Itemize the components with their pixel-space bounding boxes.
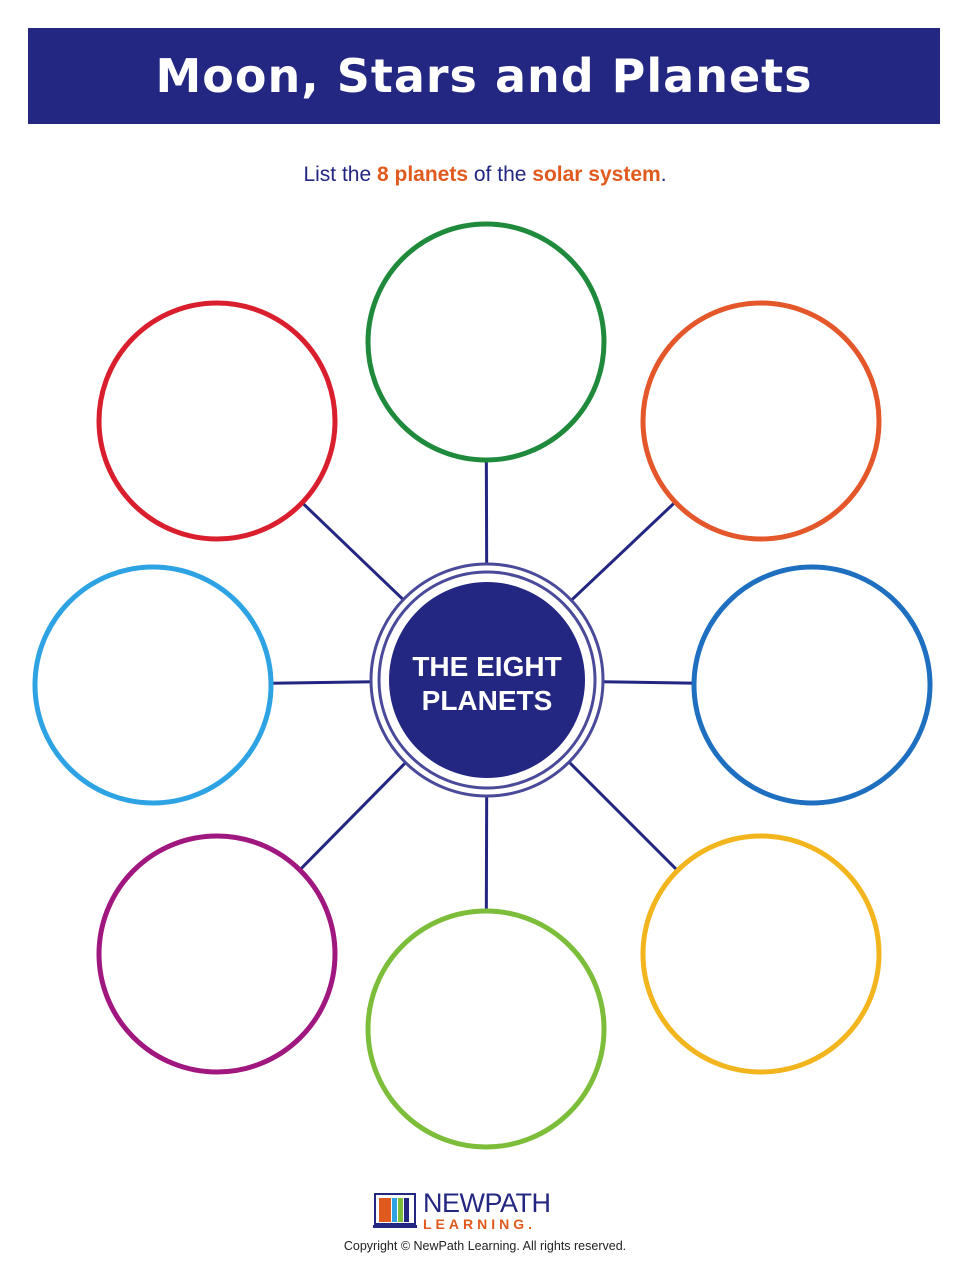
center-label-line: PLANETS [421, 685, 553, 716]
planet-answer-circle-left[interactable] [32, 564, 274, 806]
instruction-part: . [660, 163, 667, 186]
instruction-part: List the [303, 163, 377, 186]
book-logo-icon [373, 1192, 417, 1228]
planet-answer-circle-right[interactable] [691, 564, 933, 806]
center-hub [389, 582, 585, 778]
answer-circles [32, 221, 933, 1150]
center-label-line: THE EIGHT [412, 651, 562, 682]
page-title: Moon, Stars and Planets [155, 49, 813, 103]
title-banner: Moon, Stars and Planets [28, 28, 940, 124]
instruction-part: of the [468, 163, 533, 186]
instruction-text: List the 8 planets of the solar system. [0, 163, 970, 187]
planet-answer-circle-upper-left[interactable] [96, 300, 338, 542]
planet-answer-circle-lower-right[interactable] [640, 833, 882, 1075]
planet-answer-circle-top[interactable] [365, 221, 607, 463]
instruction-highlight: solar system [532, 163, 661, 186]
planet-answer-circle-lower-left[interactable] [96, 833, 338, 1075]
instruction-highlight: 8 planets [377, 163, 469, 186]
planet-answer-circle-upper-right[interactable] [640, 300, 882, 542]
copyright-text: Copyright © NewPath Learning. All rights… [343, 1239, 627, 1253]
newpath-logo: NEWPATH LEARNING. [373, 1190, 551, 1231]
center-label: THE EIGHT PLANETS [387, 650, 587, 718]
planet-answer-circle-bottom[interactable] [365, 908, 607, 1150]
logo-subtext: LEARNING. [423, 1216, 536, 1232]
logo-text: NEWPATH [423, 1188, 551, 1218]
